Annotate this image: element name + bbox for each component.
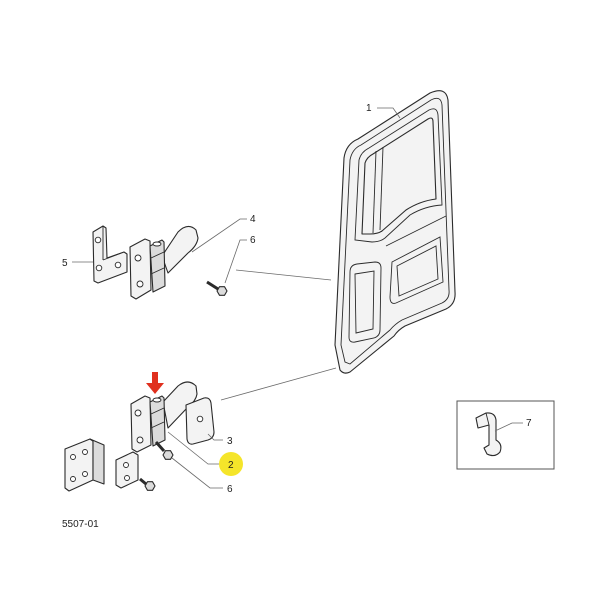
door-left-panel-inner — [354, 270, 375, 334]
lower-hinge-plate-hole — [196, 415, 204, 423]
mounting-bracket-flange — [89, 438, 105, 485]
lower-hinge — [130, 381, 198, 453]
callout-upper-hinge: 4 — [250, 214, 256, 225]
connector-upper — [235, 269, 332, 281]
door-outline — [334, 90, 456, 374]
clip — [475, 412, 502, 457]
upper-hinge-leaf — [129, 238, 152, 300]
clip-edge — [485, 412, 490, 426]
door-vent-pillar-right — [379, 146, 384, 231]
leader-upper-bolt — [224, 239, 247, 284]
door-lower-panel — [389, 236, 444, 304]
leader-lower-bolt — [171, 457, 223, 489]
mounting-bracket-hole — [70, 476, 76, 482]
leader-lower-hinge-plate — [207, 433, 223, 441]
mounting-bracket-hole — [82, 471, 88, 477]
door-crease — [385, 215, 447, 247]
callout-upper-plate: 5 — [62, 258, 68, 269]
down-arrow-icon — [146, 372, 164, 394]
upper-hinge — [129, 225, 199, 300]
bracket-bolt-head — [144, 481, 156, 491]
lower-hinge-knuckle-joint — [150, 407, 165, 429]
callout-lower-hinge-plate: 3 — [227, 436, 233, 447]
callout-lower-bolt: 6 — [227, 484, 233, 495]
connector-lower — [220, 367, 337, 401]
callout-upper-bolt: 6 — [250, 235, 256, 246]
door-lower-panel-inner — [396, 245, 439, 297]
upper-bolt-shaft — [206, 280, 219, 291]
lower-hinge-hole — [136, 436, 144, 444]
callout-door: 1 — [366, 103, 372, 114]
upper-hinge-wing — [161, 225, 199, 274]
upper-hinge-hole — [134, 254, 142, 262]
upper-plate-hole — [94, 236, 102, 244]
upper-plate-hole — [95, 264, 103, 272]
lower-bolt-shaft — [154, 441, 166, 452]
leader-upper-hinge — [191, 218, 247, 253]
upper-hinge-hole — [136, 280, 144, 288]
lower-hinge-knuckle — [149, 395, 166, 447]
mounting-bracket-hole — [82, 449, 88, 455]
upper-bolt-head — [216, 286, 228, 296]
inset-frame — [456, 400, 555, 470]
upper-plate-body — [92, 225, 128, 284]
upper-plate — [92, 225, 128, 284]
upper-hinge-pin — [152, 241, 162, 247]
arrow-head — [146, 383, 164, 394]
backing-plate-hole — [123, 462, 129, 468]
mounting-bracket — [64, 438, 105, 492]
mounting-bracket-face — [64, 438, 94, 492]
door-vent-pillar-left — [372, 150, 377, 234]
door — [334, 90, 456, 374]
bracket-bolt-shaft — [139, 477, 147, 486]
upper-bolt — [206, 280, 228, 296]
leader-lower-hinge — [167, 431, 219, 465]
upper-plate-edge — [102, 226, 125, 261]
upper-plate-hole — [114, 261, 122, 269]
door-left-panel — [348, 261, 382, 343]
leader-door — [377, 107, 401, 119]
callout-lower-hinge: 2 — [228, 460, 234, 471]
figure-code: 5507-01 — [62, 519, 99, 530]
bracket-bolt — [139, 477, 156, 491]
backing-plate-hole — [124, 475, 130, 481]
lower-bolt-head — [162, 450, 174, 460]
lower-hinge-leaf — [130, 395, 152, 453]
lower-hinge-hole — [134, 409, 142, 417]
upper-hinge-knuckle — [149, 239, 166, 293]
inset-box: 7 — [456, 400, 555, 470]
lower-hinge-pin — [152, 397, 162, 403]
callout-clip: 7 — [526, 418, 532, 429]
lower-hinge-plate — [185, 397, 215, 445]
backing-plate — [115, 451, 139, 489]
leader-clip — [494, 422, 523, 432]
door-window-frame — [354, 108, 443, 243]
lower-bolt — [154, 441, 174, 460]
callout-highlight-circle — [219, 452, 243, 476]
backing-plate-body — [115, 451, 139, 489]
upper-hinge-knuckle-joint — [150, 251, 165, 275]
arrow-shaft — [152, 372, 158, 384]
mounting-bracket-hole — [70, 454, 76, 460]
door-inner-edge — [340, 97, 450, 365]
